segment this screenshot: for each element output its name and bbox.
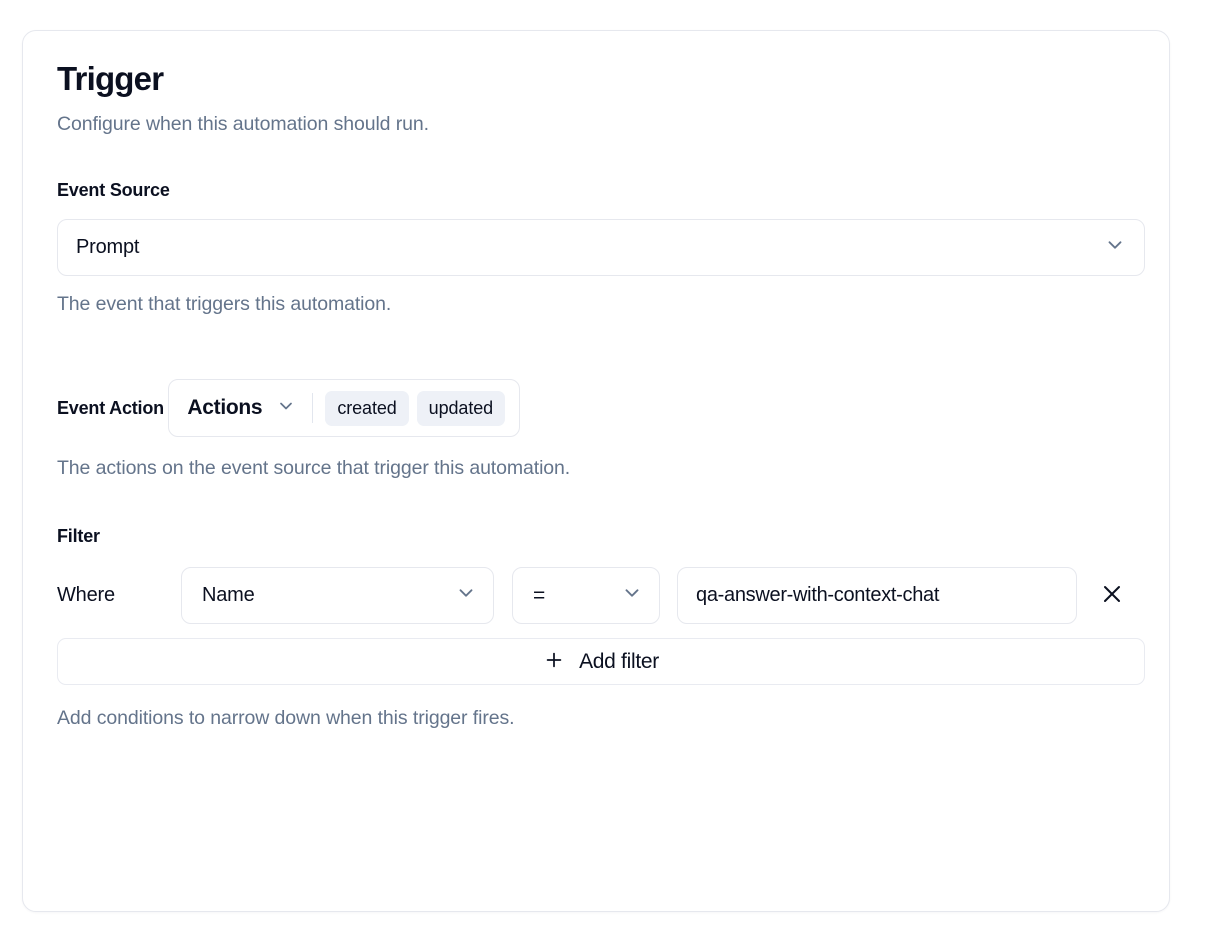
event-source-helper: The event that triggers this automation. xyxy=(57,293,392,316)
event-action-control: Actions created updated xyxy=(168,379,521,438)
event-action-label: Event Action xyxy=(57,398,164,419)
close-icon xyxy=(1100,582,1124,609)
event-action-dropdown-label: Actions xyxy=(187,396,263,420)
filter-operator-value: = xyxy=(533,583,546,607)
status-badge[interactable]: created xyxy=(325,390,409,426)
filter-row: Where Name = xyxy=(57,567,1135,625)
status-badge[interactable]: updated xyxy=(416,390,506,426)
event-source-label: Event Source xyxy=(57,180,170,201)
chevron-down-icon xyxy=(276,396,296,421)
event-action-badges: created updated xyxy=(325,390,506,426)
add-filter-label: Add filter xyxy=(579,649,659,673)
page-title: Trigger xyxy=(57,60,164,97)
filter-group: Filter Where Name = xyxy=(57,526,1145,730)
event-source-value: Prompt xyxy=(76,236,140,259)
filter-operator-select[interactable]: = xyxy=(512,567,660,625)
chevron-down-icon xyxy=(455,582,477,609)
remove-filter-button[interactable] xyxy=(1093,577,1131,615)
where-label: Where xyxy=(57,584,115,607)
chevron-down-icon xyxy=(1104,234,1126,261)
event-action-group: Event Action Actions created updated The… xyxy=(57,361,1135,480)
divider xyxy=(312,393,314,424)
chevron-down-icon xyxy=(621,582,643,609)
filter-value-input[interactable] xyxy=(677,567,1077,625)
plus-icon xyxy=(543,649,565,674)
event-action-dropdown[interactable]: Actions xyxy=(187,396,312,421)
event-source-group: Event Source Prompt The event that trigg… xyxy=(57,180,1145,316)
filter-field-value: Name xyxy=(202,584,255,607)
filter-helper: Add conditions to narrow down when this … xyxy=(57,707,515,730)
event-action-helper: The actions on the event source that tri… xyxy=(57,457,571,480)
page-subtitle: Configure when this automation should ru… xyxy=(57,112,429,135)
trigger-card: Trigger Configure when this automation s… xyxy=(22,30,1170,912)
add-filter-button[interactable]: Add filter xyxy=(57,638,1145,686)
event-source-select[interactable]: Prompt xyxy=(57,219,1145,277)
filter-label: Filter xyxy=(57,526,100,547)
filter-field-select[interactable]: Name xyxy=(181,567,494,625)
